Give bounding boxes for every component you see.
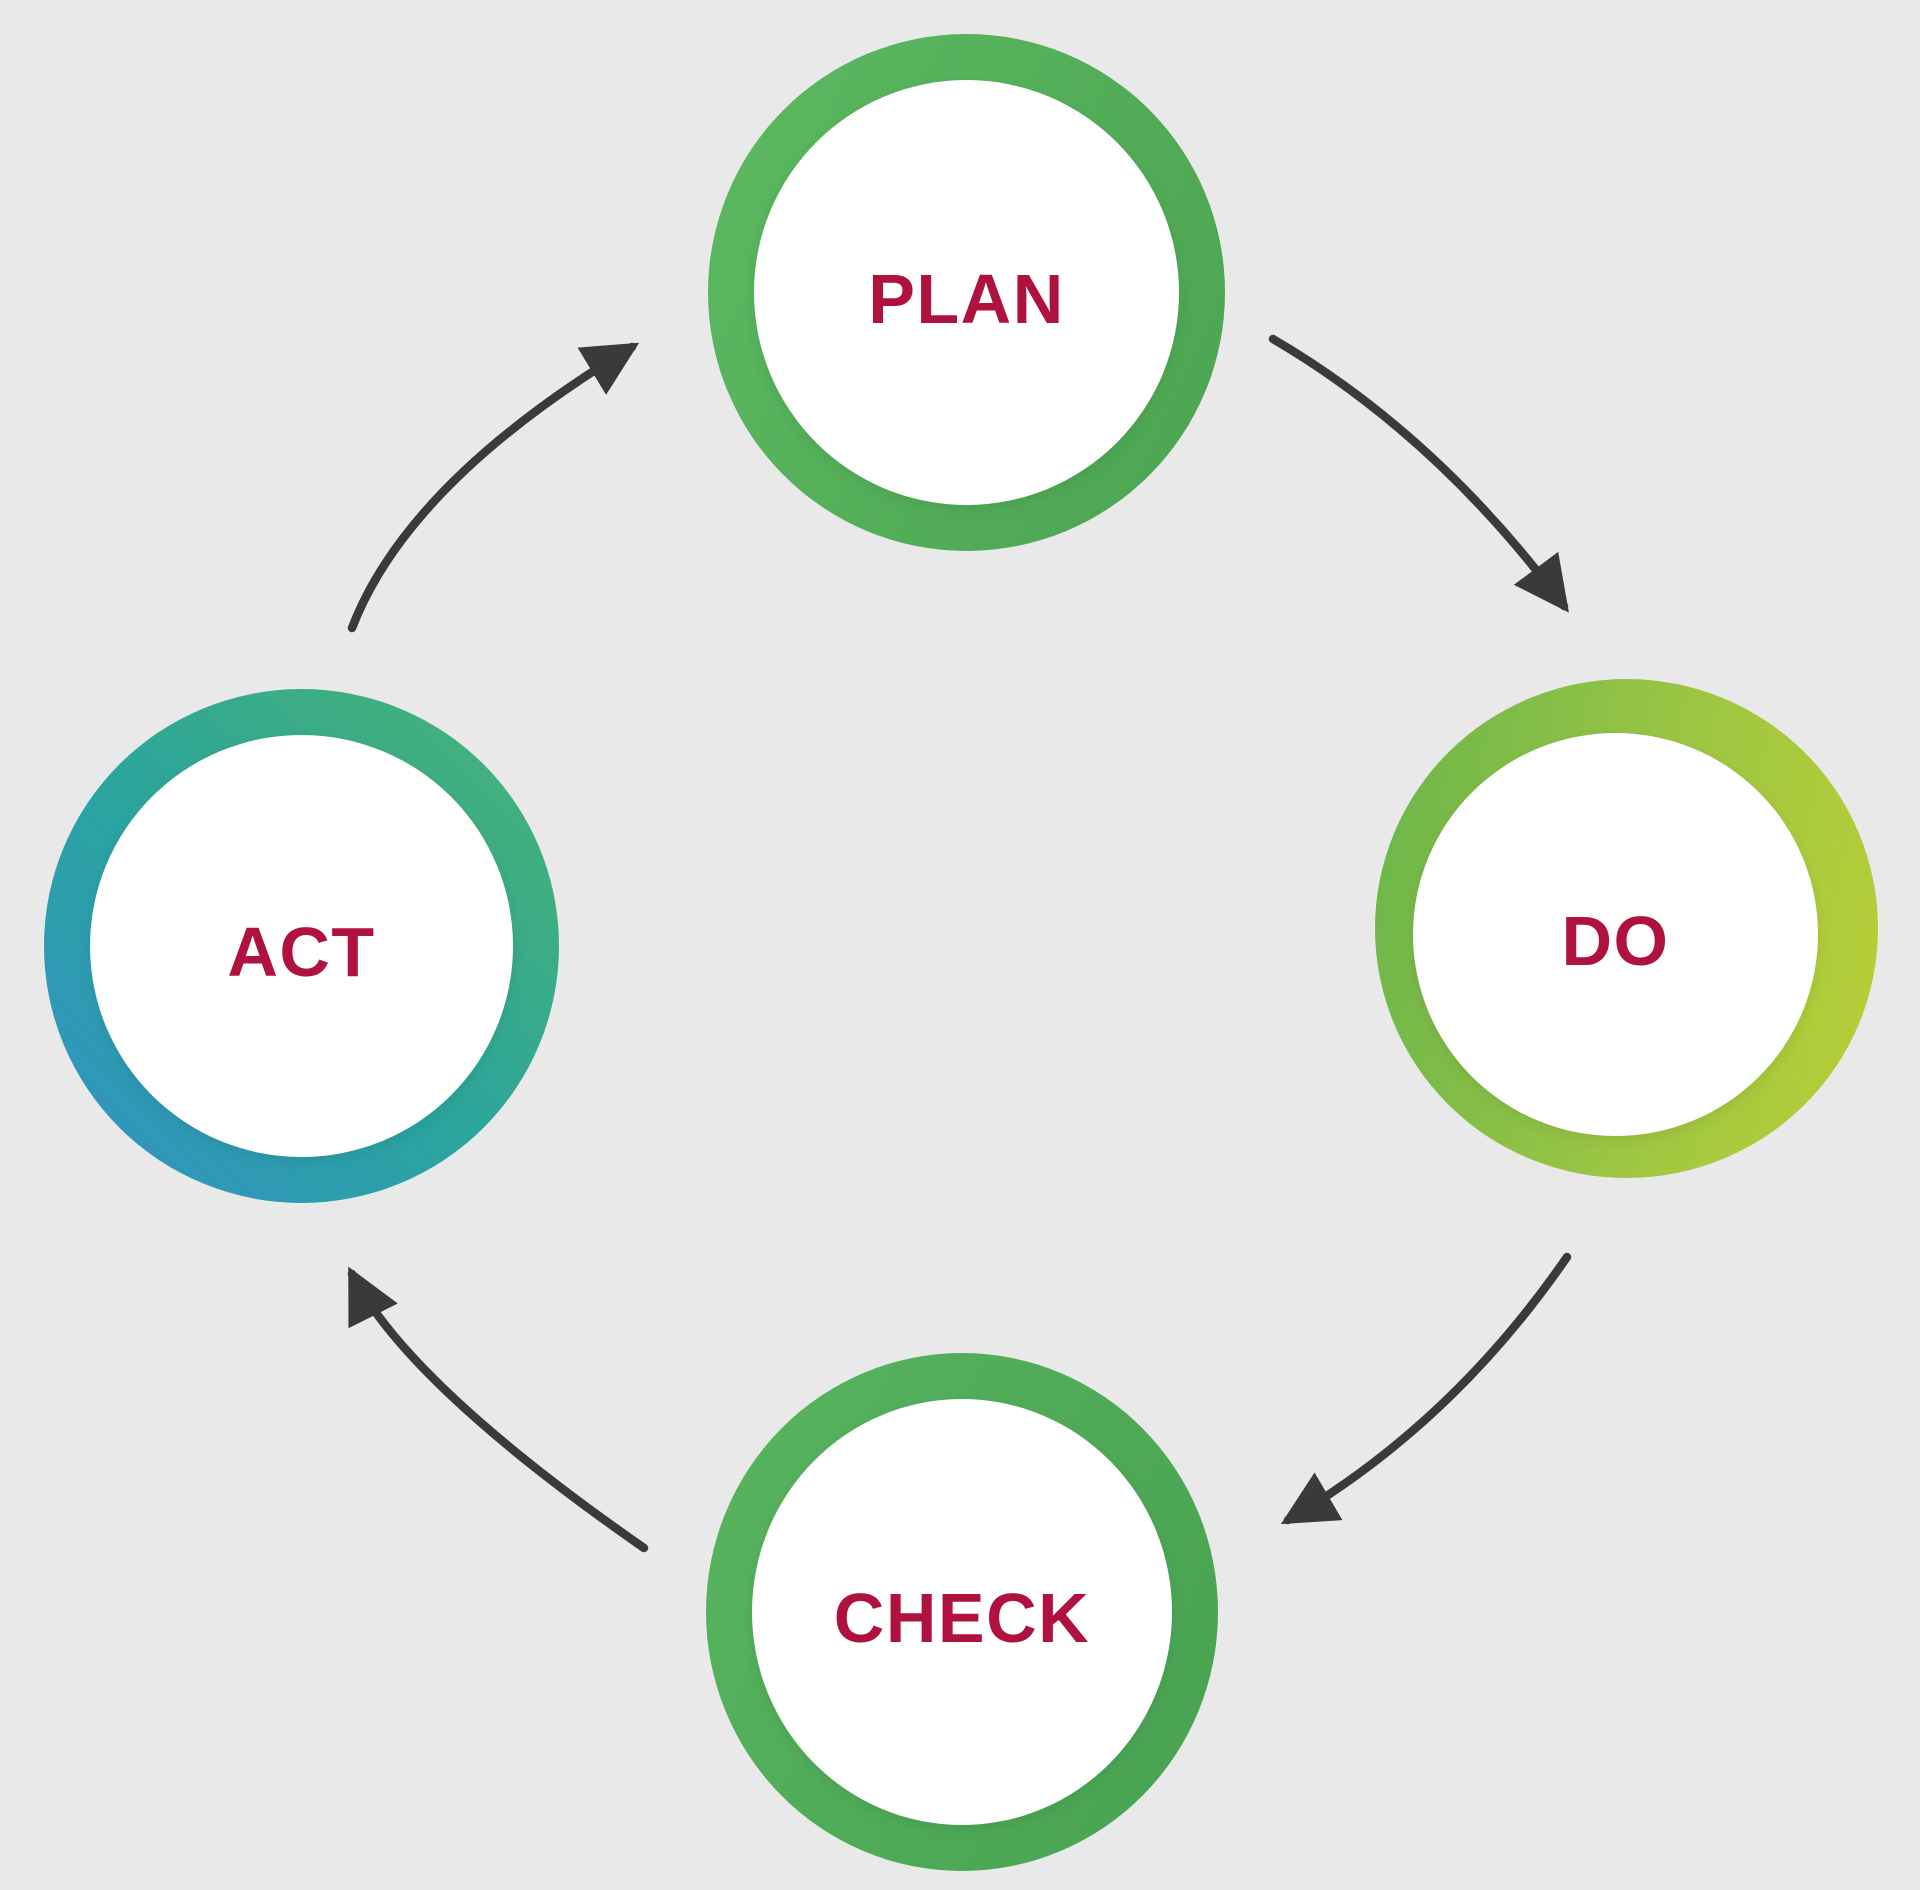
node-do-label: DO [1561, 901, 1670, 980]
arrow-act-to-plan [347, 342, 640, 633]
arrow-do-to-check [1280, 1252, 1572, 1525]
node-check-disc: CHECK [752, 1399, 1172, 1825]
node-act-disc: ACT [90, 735, 513, 1157]
node-act-label: ACT [227, 913, 376, 991]
node-do-disc: DO [1413, 733, 1818, 1136]
node-plan-label: PLAN [868, 259, 1065, 338]
arrow-check-to-act [347, 1266, 649, 1553]
node-check-label: CHECK [833, 1579, 1091, 1657]
node-act: ACT [44, 689, 559, 1203]
node-check: CHECK [706, 1353, 1218, 1871]
arrow-plan-to-do [1268, 334, 1569, 613]
node-plan-disc: PLAN [754, 80, 1179, 505]
node-do: DO [1375, 679, 1878, 1178]
node-plan: PLAN [708, 34, 1225, 551]
